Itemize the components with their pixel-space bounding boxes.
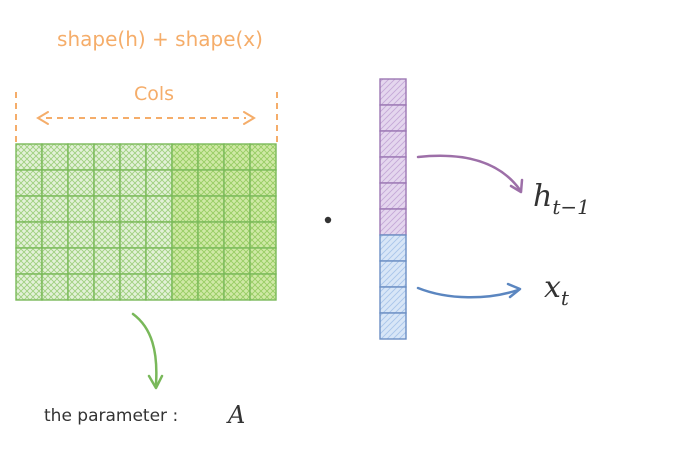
vector-cell-x: [379, 312, 407, 340]
matrix-cell-h: [15, 143, 43, 171]
concatenated-vector: [379, 78, 407, 340]
x-base: x: [544, 270, 561, 305]
matrix-cell-h: [119, 247, 147, 275]
matrix-cell-x: [249, 221, 277, 249]
matrix-cell-h: [119, 273, 147, 301]
matrix-cell-h: [15, 273, 43, 301]
matrix-cell-h: [15, 247, 43, 275]
matrix-cell-h: [145, 195, 173, 223]
matrix-cell-h: [15, 195, 43, 223]
matrix-cell-x: [223, 169, 251, 197]
cols-dimension-marker: [15, 92, 278, 142]
matrix-cell-x: [171, 247, 199, 275]
matrix-cell-h: [145, 273, 173, 301]
matrix-cell-h: [67, 247, 95, 275]
matrix-cell-x: [197, 221, 225, 249]
matrix-cell-x: [171, 169, 199, 197]
matrix-cell-h: [93, 195, 121, 223]
h-base: h: [533, 179, 552, 214]
matrix-cell-h: [67, 221, 95, 249]
vector-cell-h: [379, 78, 407, 106]
vector-cell-x: [379, 234, 407, 262]
matrix-cell-h: [41, 195, 69, 223]
matrix-cell-x: [197, 247, 225, 275]
matrix-cell-x: [223, 221, 251, 249]
matrix-cell-x: [223, 195, 251, 223]
shape-sum-label: shape(h) + shape(x): [57, 27, 263, 51]
matrix-cell-h: [93, 221, 121, 249]
matrix-cell-x: [197, 143, 225, 171]
matrix-cell-x: [249, 247, 277, 275]
x-arrow: [416, 282, 522, 299]
matrix-cell-h: [119, 221, 147, 249]
matrix-cell-x: [249, 143, 277, 171]
vector-cell-h: [379, 208, 407, 236]
matrix-cell-h: [41, 273, 69, 301]
matrix-cell-x: [249, 195, 277, 223]
vector-cell-h: [379, 104, 407, 132]
matrix-cell-h: [41, 221, 69, 249]
parameter-matrix: [15, 143, 277, 301]
dot-product-symbol: [324, 216, 332, 224]
matrix-cell-h: [119, 169, 147, 197]
matrix-cell-h: [145, 221, 173, 249]
parameter-symbol: A: [226, 401, 245, 429]
matrix-cell-h: [145, 247, 173, 275]
vector-cell-x: [379, 260, 407, 288]
matrix-cell-x: [197, 169, 225, 197]
matrix-cell-h: [145, 143, 173, 171]
matrix-cell-x: [197, 195, 225, 223]
matrix-cell-x: [223, 273, 251, 301]
matrix-cell-x: [171, 195, 199, 223]
h-prev-label: ht−1: [533, 179, 590, 219]
vector-cell-x: [379, 286, 407, 314]
parameter-arrow: [131, 312, 164, 390]
h-arrow: [416, 154, 524, 194]
parameter-label: the parameter :: [44, 406, 178, 426]
matrix-cell-h: [41, 247, 69, 275]
matrix-cell-x: [249, 169, 277, 197]
h-subscript: t−1: [552, 195, 590, 219]
matrix-cell-h: [41, 169, 69, 197]
vector-cell-h: [379, 182, 407, 210]
matrix-cell-h: [145, 169, 173, 197]
matrix-cell-h: [93, 169, 121, 197]
matrix-cell-x: [249, 273, 277, 301]
matrix-cell-x: [197, 273, 225, 301]
matrix-cell-h: [67, 143, 95, 171]
matrix-cell-h: [67, 169, 95, 197]
vector-cell-h: [379, 130, 407, 158]
matrix-cell-h: [15, 221, 43, 249]
matrix-cell-x: [171, 221, 199, 249]
matrix-cell-h: [119, 143, 147, 171]
vector-cell-h: [379, 156, 407, 184]
matrix-cell-h: [67, 273, 95, 301]
x-subscript: t: [561, 286, 570, 310]
matrix-cell-x: [223, 143, 251, 171]
matrix-cell-h: [93, 247, 121, 275]
matrix-cell-h: [67, 195, 95, 223]
matrix-cell-h: [93, 273, 121, 301]
matrix-cell-h: [119, 195, 147, 223]
matrix-cell-x: [171, 143, 199, 171]
x-current-label: xt: [544, 270, 570, 310]
matrix-cell-h: [93, 143, 121, 171]
matrix-cell-x: [171, 273, 199, 301]
cols-label: Cols: [134, 83, 174, 105]
matrix-cell-h: [15, 169, 43, 197]
matrix-cell-x: [223, 247, 251, 275]
matrix-cell-h: [41, 143, 69, 171]
